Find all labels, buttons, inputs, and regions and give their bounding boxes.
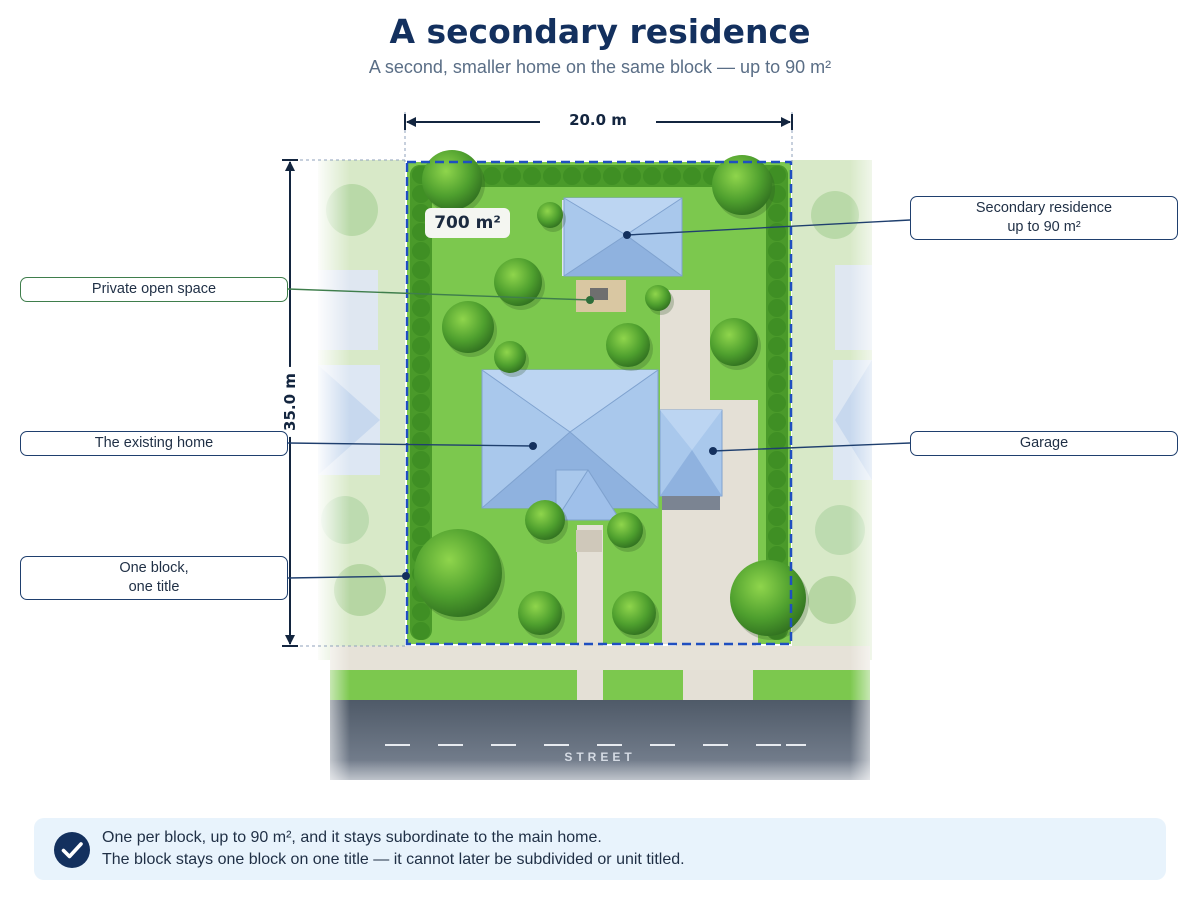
tree [710,318,758,366]
hedge-shrub [768,527,786,545]
tree [422,150,482,210]
secondary-residence-roof [562,197,683,277]
hedge-shrub [768,470,786,488]
lot-depth-label: 35.0 m [281,367,299,437]
hedge-shrub [503,167,521,185]
hedge-shrub [412,470,430,488]
hedge-shrub [768,223,786,241]
hedge-shrub [412,622,430,640]
hedge-shrub [768,394,786,412]
tree [712,155,772,215]
lot-width-label: 20.0 m [540,111,656,129]
hedge-shrub [768,261,786,279]
hedge-shrub [483,167,501,185]
patio [576,280,626,312]
tree [607,512,643,548]
tree [606,323,650,367]
info-panel: One per block, up to 90 m², and it stays… [34,818,1166,880]
hedge-shrub [412,318,430,336]
hedge-shrub [412,527,430,545]
callout-private-open-space: Private open space [20,277,288,302]
page-title: A secondary residence [389,12,811,51]
hedge-shrub [768,546,786,564]
tree [730,560,806,636]
hedge-shrub [683,167,701,185]
tree [494,258,542,306]
hedge-shrub [412,242,430,260]
hedge-shrub [768,489,786,507]
lot-area-label: 700 m² [425,208,510,238]
hedge-shrub [412,603,430,621]
existing-home-roof [481,369,659,552]
hedge-shrub [563,167,581,185]
callout-garage: Garage [910,431,1178,456]
hedge-shrub [412,280,430,298]
tree [645,285,671,311]
info-line-2: The block stays one block on one title —… [102,851,685,868]
footpath [330,646,870,700]
hedge-shrub [768,166,786,184]
hedge-shrub [412,261,430,279]
hedge-shrub [768,299,786,317]
callout-anchor-dots [402,231,717,580]
page-subtitle: A second, smaller home on the same block… [368,57,832,77]
callout-secondary-residence: Secondary residence up to 90 m² [910,196,1178,240]
hedge-shrub [412,375,430,393]
hedge-shrub [412,356,430,374]
hedge-shrub [412,337,430,355]
hedge-shrub [623,167,641,185]
callout-leaders [287,219,911,579]
tree [612,591,656,635]
hedge-shrub [412,489,430,507]
hedge-shrub [643,167,661,185]
hedge-shrub [412,413,430,431]
hedge-shrub [412,432,430,450]
lot-boundary [405,160,793,646]
hedge-shrub [768,375,786,393]
hedge-shrub [412,394,430,412]
hedge-shrub [523,167,541,185]
hedge-shrub [412,299,430,317]
tree [525,500,565,540]
callout-existing-home: The existing home [20,431,288,456]
hedge-shrub [768,280,786,298]
tree [537,202,563,228]
hedge-shrub [768,318,786,336]
hedge-shrub [768,356,786,374]
hedge-shrub [583,167,601,185]
hedge-shrub [603,167,621,185]
hedge-shrub [412,508,430,526]
tree [518,591,562,635]
tree [494,341,526,373]
callout-one-block: One block, one title [20,556,288,600]
check-circle-icon [54,832,90,868]
tree [442,301,494,353]
hedge-shrub [768,337,786,355]
hedge-shrub [768,432,786,450]
hedge-shrub [768,185,786,203]
hedge-shrub [543,167,561,185]
hedge-shrub [663,167,681,185]
hedge-shrub [412,451,430,469]
hedge-shrub [768,413,786,431]
garage-roof [659,409,723,510]
info-line-1: One per block, up to 90 m², and it stays… [102,829,602,846]
hedge-shrub [768,204,786,222]
hedge-shrub [768,508,786,526]
hedge-shrub [768,242,786,260]
tree [414,529,502,617]
hedge-shrub [768,451,786,469]
street-label: STREET [564,750,636,764]
